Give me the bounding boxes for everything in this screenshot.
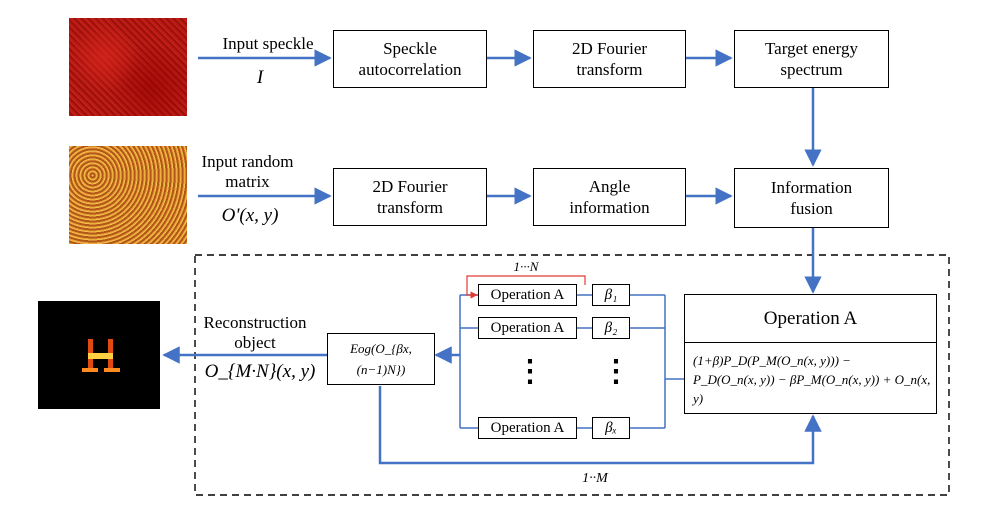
beta-1-box: β₁ bbox=[592, 284, 630, 306]
operation-a-panel: Operation A (1+β)P_D(P_M(O_n(x, y))) − P… bbox=[684, 294, 937, 414]
loop-m-label: 1··M bbox=[582, 471, 608, 486]
input-speckle-image bbox=[69, 18, 187, 116]
information-fusion-box: Information fusion bbox=[734, 168, 889, 228]
reconstruction-symbol: O_{M·N}(x, y) bbox=[204, 361, 316, 382]
speckle-autocorrelation-box: Speckle autocorrelation bbox=[333, 30, 487, 88]
beta-2-box: β₂ bbox=[592, 317, 630, 339]
input-random-matrix-image bbox=[69, 146, 187, 244]
eog-box: Eog(O_{βx,(n−1)N}) bbox=[327, 333, 435, 385]
input-speckle-symbol: I bbox=[256, 67, 264, 88]
fourier-transform-box-2: 2D Fourier transform bbox=[333, 168, 487, 226]
loop-n-label: 1···N bbox=[513, 259, 539, 274]
operation-a-formula: (1+β)P_D(P_M(O_n(x, y))) − P_D(O_n(x, y)… bbox=[693, 353, 931, 406]
loop-m-path bbox=[378, 386, 822, 465]
input-random-matrix-label: Input random matrix bbox=[201, 152, 294, 191]
operation-a-row-x: Operation A bbox=[478, 417, 577, 439]
operation-a-row-2: Operation A bbox=[478, 317, 577, 339]
operation-a-title: Operation A bbox=[685, 295, 936, 343]
input-speckle-label: Input speckle bbox=[222, 34, 314, 53]
angle-information-box: Angle information bbox=[533, 168, 686, 226]
reconstructed-h-glyph bbox=[82, 339, 120, 372]
beta-x-box: βₓ bbox=[592, 417, 630, 439]
operation-a-row-1: Operation A bbox=[478, 284, 577, 306]
loop-n-path bbox=[466, 275, 586, 299]
input-random-symbol: O'(x, y) bbox=[221, 205, 279, 226]
fourier-transform-box-1: 2D Fourier transform bbox=[533, 30, 686, 88]
vertical-dots-right: ⋮ bbox=[601, 355, 631, 388]
vertical-dots-left: ⋮ bbox=[515, 355, 545, 388]
reconstruction-image bbox=[38, 301, 160, 409]
target-energy-spectrum-box: Target energy spectrum bbox=[734, 30, 889, 88]
reconstruction-label: Reconstruction object bbox=[203, 313, 307, 352]
dashed-frame bbox=[194, 254, 950, 496]
